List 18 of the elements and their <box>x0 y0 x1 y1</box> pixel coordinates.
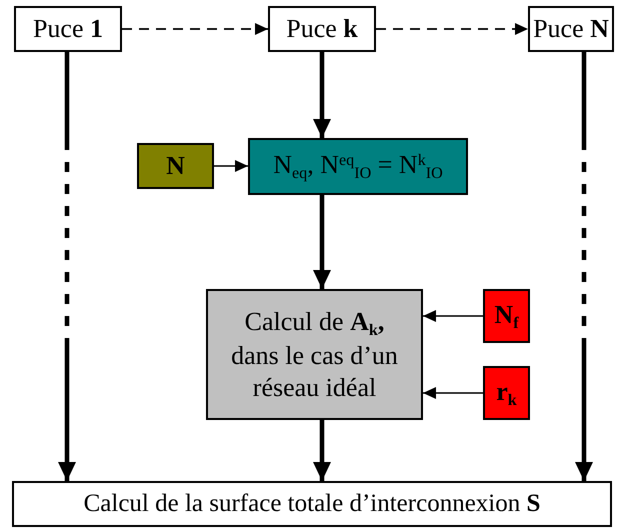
input-box: N <box>137 143 214 189</box>
arrow <box>214 160 248 172</box>
arrow <box>313 420 331 481</box>
parameter-box: N$_{f}$ <box>483 289 530 343</box>
result-box: Calcul de la surface totale d’interconnexion S <box>12 481 612 527</box>
arrow <box>575 52 593 481</box>
parameter-box: r$_{k}$ <box>483 366 530 420</box>
arrow <box>313 52 331 138</box>
chip-box: Puce 1 <box>14 6 122 52</box>
chip-box: Puce k <box>268 6 376 52</box>
process-box: Calcul de A$_{k}$, dans le cas d’un réseau idéal <box>206 289 423 420</box>
arrow <box>376 23 528 35</box>
chip-box: Puce N <box>528 6 614 52</box>
arrow <box>423 310 483 322</box>
arrow <box>423 387 483 399</box>
arrow <box>58 52 76 481</box>
arrow <box>122 23 268 35</box>
arrow <box>313 195 331 289</box>
